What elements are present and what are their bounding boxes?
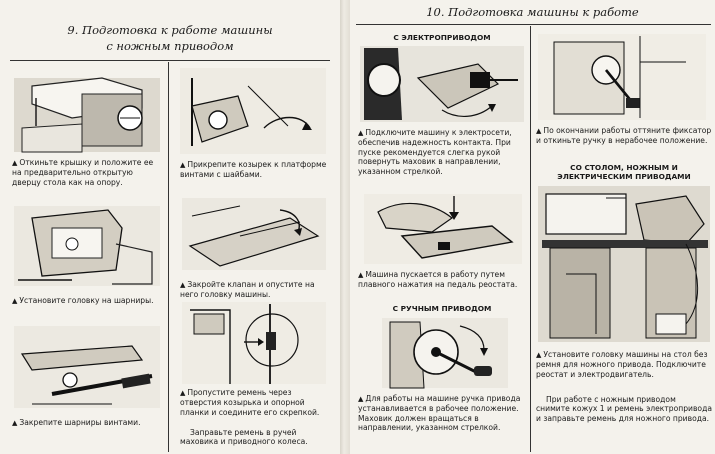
heading-electric-drive: С ЭЛЕКТРОПРИВОДОМ	[393, 33, 491, 42]
illustration-table-machine	[536, 184, 712, 344]
bullet-triangle-icon: ▲	[536, 127, 542, 135]
bullet-triangle-icon: ▲	[358, 271, 364, 279]
right-step-5: ▲Установите головку машины на стол без р…	[536, 350, 708, 379]
right-step-4: ▲По окончании работы оттяните фиксатор и…	[536, 126, 712, 146]
right-step-6: При работе с ножным приводом снимите кож…	[536, 395, 712, 423]
left-step-7: Заправьте ремень в ручей маховика и прив…	[180, 428, 308, 447]
bullet-triangle-icon: ▲	[180, 281, 186, 289]
bullet-triangle-icon: ▲	[12, 159, 18, 167]
bullet-triangle-icon: ▲	[536, 351, 542, 359]
illustration-hand-crank	[380, 316, 510, 390]
left-page-title: 9. Подготовка к работе машины с ножным п…	[0, 22, 340, 54]
illustration-folded-handle	[536, 32, 708, 122]
right-column-divider	[530, 26, 531, 452]
right-step-2: ▲Машина пускается в работу путем плавног…	[358, 270, 518, 290]
left-step-6: ▲Пропустите ремень через отверстия козыр…	[180, 388, 320, 417]
illustration-foot-pedal	[362, 192, 524, 266]
bullet-triangle-icon: ▲	[358, 395, 364, 403]
left-step-5: ▲Закройте клапан и опустите на него голо…	[180, 280, 315, 300]
illustration-hinge-screws	[12, 324, 162, 410]
right-page: 10. Подготовка машины к работе С ЭЛЕКТРО…	[350, 0, 715, 454]
left-step-1: ▲Откиньте крышку и положите ее на предва…	[12, 158, 154, 187]
right-title-rule	[356, 24, 711, 25]
left-step-3: ▲Закрепите шарниры винтами.	[12, 418, 141, 427]
left-title-rule	[10, 60, 330, 61]
heading-table-drives-line2: ЭЛЕКТРИЧЕСКИМ ПРИВОДАМИ	[557, 172, 691, 181]
bullet-triangle-icon: ▲	[180, 389, 186, 397]
left-title-line1: 9. Подготовка к работе машины	[67, 23, 273, 37]
illustration-close-flap	[180, 196, 328, 272]
bullet-triangle-icon: ▲	[358, 129, 364, 137]
illustration-head-on-hinges	[12, 204, 162, 288]
book-gutter	[340, 0, 350, 454]
right-page-title: 10. Подготовка машины к работе	[426, 5, 639, 19]
heading-table-drives-line1: СО СТОЛОМ, НОЖНЫМ И	[570, 163, 678, 172]
right-step-1: ▲Подключите машину к электросети, обеспе…	[358, 128, 512, 176]
left-page: 9. Подготовка к работе машины с ножным п…	[0, 0, 340, 454]
illustration-belt-routing	[180, 300, 328, 386]
left-title-line2: с ножным приводом	[106, 39, 234, 53]
heading-manual-drive: С РУЧНЫМ ПРИВОДОМ	[392, 304, 492, 313]
left-step-4: ▲Прикрепите козырек к платформе винтами …	[180, 160, 327, 180]
illustration-open-lid	[12, 68, 162, 154]
bullet-triangle-icon: ▲	[12, 419, 18, 427]
bullet-triangle-icon: ▲	[180, 161, 186, 169]
illustration-plug-socket	[358, 44, 526, 124]
illustration-visor-screws	[178, 66, 328, 156]
heading-table-drives: СО СТОЛОМ, НОЖНЫМ И ЭЛЕКТРИЧЕСКИМ ПРИВОД…	[536, 163, 712, 181]
right-step-3: ▲Для работы на машине ручка привода уста…	[358, 394, 521, 433]
left-column-divider	[168, 62, 169, 452]
bullet-triangle-icon: ▲	[12, 297, 18, 305]
left-step-2: ▲Установите головку на шарниры.	[12, 296, 154, 305]
